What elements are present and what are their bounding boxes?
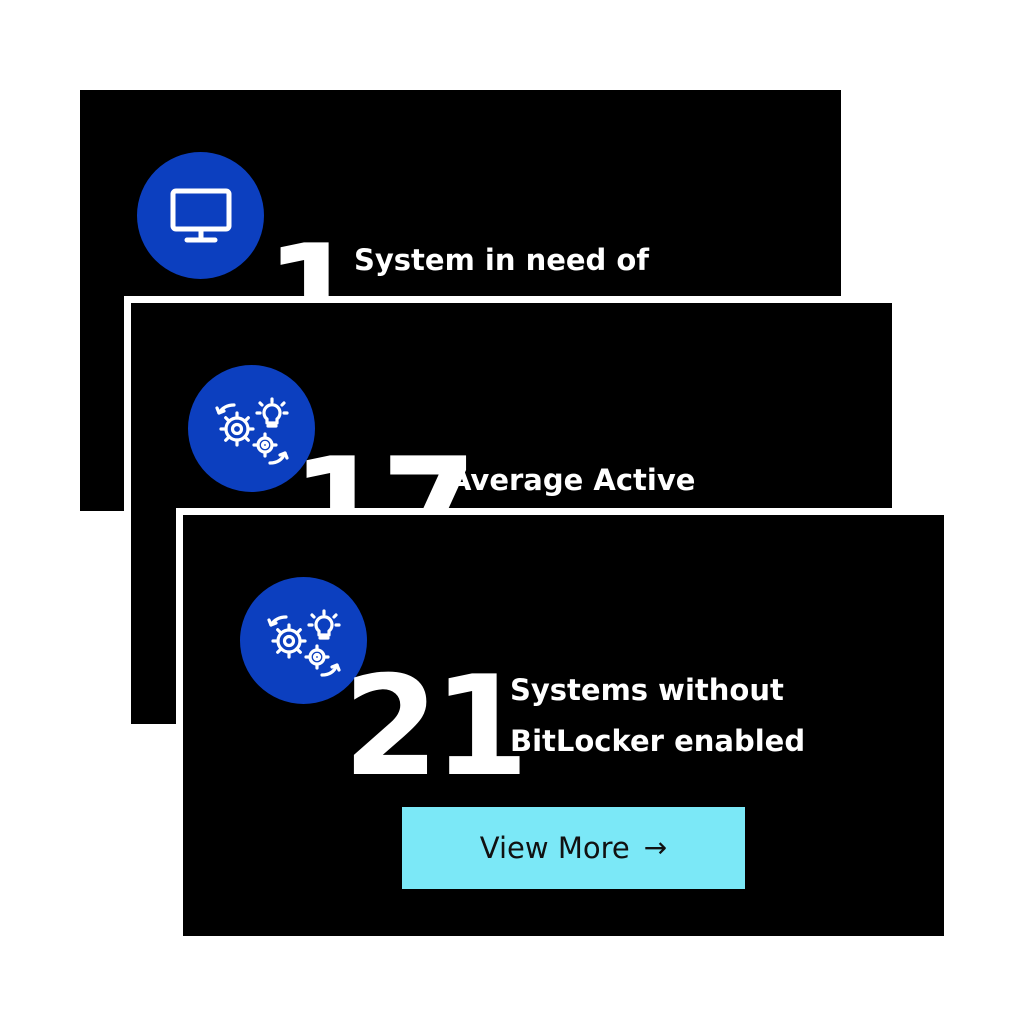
icon-badge [240,577,367,704]
stat-card-bitlocker: 21 Systems without BitLocker enabled Vie… [183,515,944,936]
gears-lightbulb-icon [266,608,341,677]
view-more-label: View More [479,831,630,865]
stat-label-line: System in need of [354,243,649,277]
stat-label-line: Systems without [510,673,784,707]
stat-label: Average Active [449,455,695,506]
stat-label: System in need of [354,235,649,286]
stat-label-line: Average Active [449,463,696,497]
stat-label-line: BitLocker enabled [510,724,806,758]
stat-number: 21 [343,646,529,807]
icon-badge [188,365,315,492]
view-more-button[interactable]: View More → [402,807,745,889]
stat-label: Systems without BitLocker enabled [510,665,805,767]
arrow-right-icon: → [643,831,668,864]
icon-badge [137,152,264,279]
monitor-icon [170,188,231,242]
gears-lightbulb-icon [214,396,289,465]
